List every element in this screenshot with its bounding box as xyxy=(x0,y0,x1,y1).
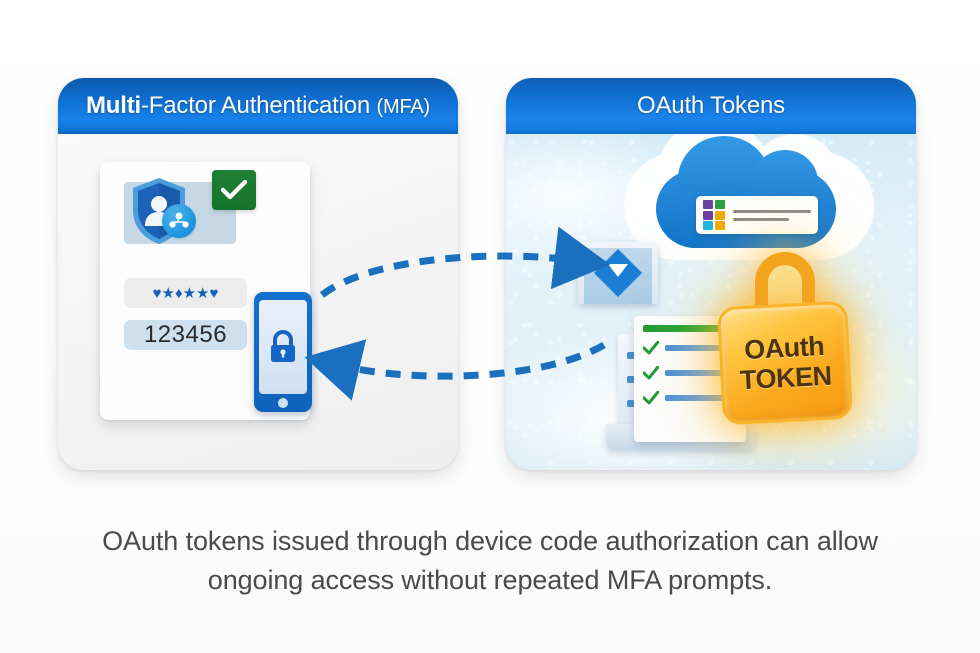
panel-mfa-title: Multi-Factor Authentication (MFA) xyxy=(86,92,430,120)
padlock-body: OAuth TOKEN xyxy=(717,300,853,426)
mfa-document-sheet: ♥★♦★★♥ 123456 xyxy=(100,162,310,420)
phone-screen xyxy=(259,300,307,394)
envelope-icon xyxy=(578,242,658,304)
panel-mfa-title-paren: (MFA) xyxy=(376,96,431,118)
checklist-item xyxy=(643,366,737,380)
tile-green xyxy=(714,200,725,209)
checklist-item xyxy=(643,341,737,355)
checklist-item-bar xyxy=(665,395,737,401)
tile-purple xyxy=(703,200,713,209)
panel-mfa-illustration: ♥★♦★★♥ 123456 xyxy=(58,134,458,470)
check-icon xyxy=(643,366,659,380)
padlock-label-line2: TOKEN xyxy=(739,360,833,395)
checklist-item-bar xyxy=(665,370,737,376)
app-window-line-1 xyxy=(732,209,811,213)
check-icon xyxy=(643,391,659,405)
phone-home-button xyxy=(278,398,288,408)
user-group-badge-icon xyxy=(162,204,196,238)
check-icon xyxy=(643,341,659,355)
padlock-icon: OAuth TOKEN xyxy=(717,252,853,426)
panel-mfa-title-regular: -Factor Authentication xyxy=(141,92,377,119)
panel-mfa-header: Multi-Factor Authentication (MFA) xyxy=(58,78,458,134)
envelope-triangle xyxy=(608,264,628,277)
app-window-icon xyxy=(696,196,818,234)
tile-purple-2 xyxy=(703,210,713,220)
checklist-item xyxy=(643,391,737,405)
panel-oauth-header: OAuth Tokens xyxy=(506,78,916,134)
checklist-header-bar xyxy=(643,325,737,332)
panel-oauth-illustration: OAuth TOKEN xyxy=(506,134,916,470)
checklist-item-bar xyxy=(665,345,737,351)
password-mask-value: ♥★♦★★♥ xyxy=(152,284,219,302)
green-checkmark-icon xyxy=(212,170,256,210)
tile-cyan xyxy=(703,221,713,230)
caption-line-2: ongoing access without repeated MFA prom… xyxy=(207,565,773,596)
caption-line-1: OAuth tokens issued through device code … xyxy=(102,526,878,556)
app-window-text-lines xyxy=(732,209,811,221)
lock-glyph-icon xyxy=(271,330,295,362)
tile-orange xyxy=(714,210,725,220)
panel-oauth-title: OAuth Tokens xyxy=(637,92,785,119)
otp-code-field[interactable]: 123456 xyxy=(124,320,247,350)
panel-oauth: OAuth Tokens xyxy=(506,78,916,470)
password-masked-field[interactable]: ♥★♦★★♥ xyxy=(124,278,247,308)
padlock-label-line1: OAuth xyxy=(743,330,825,365)
otp-code-value: 123456 xyxy=(143,321,228,348)
panel-mfa: Multi-Factor Authentication (MFA) xyxy=(58,78,458,470)
tile-orange-2 xyxy=(714,221,725,230)
caption: OAuth tokens issued through device code … xyxy=(0,522,980,600)
phone-with-lock-icon xyxy=(254,292,312,412)
panel-mfa-title-bold: Multi xyxy=(86,92,141,119)
app-tile-grid xyxy=(703,200,725,230)
app-window-line-2 xyxy=(732,217,790,221)
